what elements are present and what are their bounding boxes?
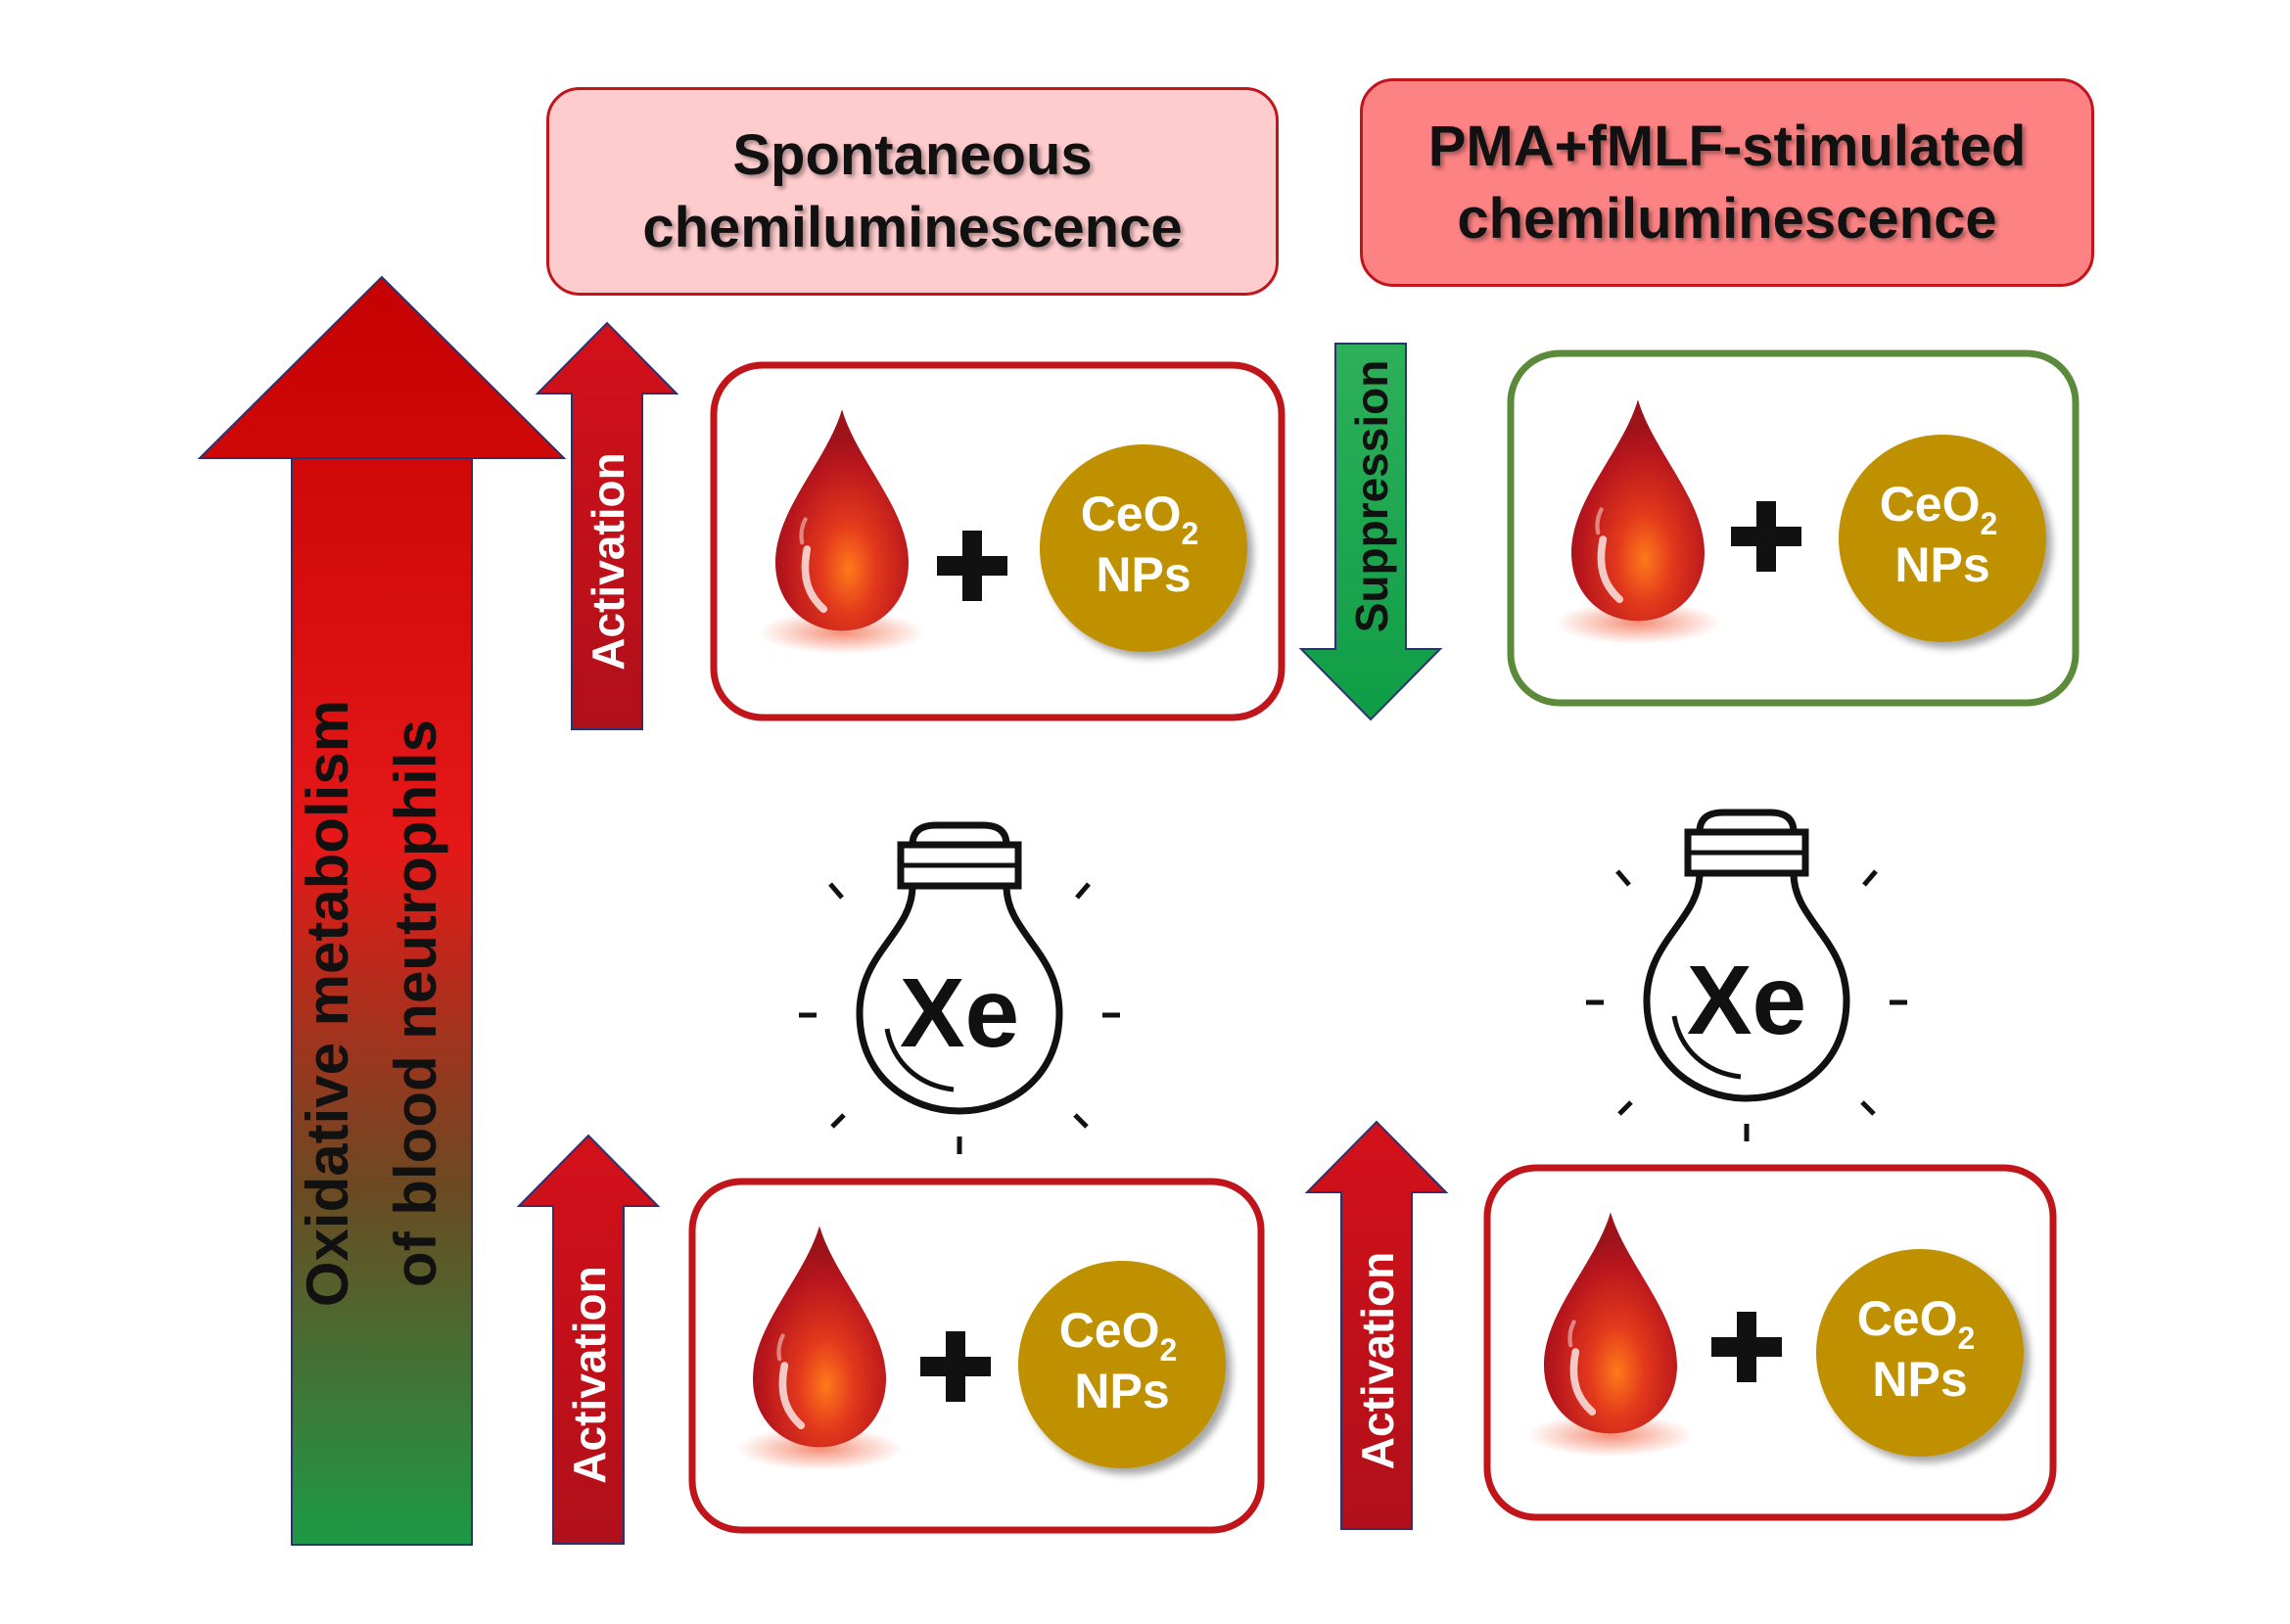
activation-arrow [516, 1134, 661, 1545]
oxidative-metabolism-arrow: Oxidative metabolism of blood neutrophil… [197, 275, 567, 1546]
header-right-line2: chemiluminescence [1457, 186, 1997, 251]
header-right-line1: PMA+fMLF-stimulated [1427, 114, 2027, 178]
nanoparticle-label-line1: CeO2 [1081, 487, 1199, 551]
xenon-lamp-icon-right: Xe [1586, 812, 1907, 1141]
arrow-label: Activation [564, 1266, 615, 1483]
xenon-label: Xe [900, 958, 1019, 1068]
header-spontaneous: Spontaneous chemiluminescence [546, 87, 1279, 296]
nanoparticle-label-line2: NPs [1096, 547, 1191, 602]
activation-arrow [1304, 1120, 1449, 1530]
xenon-lamp-icon-left: Xe [799, 825, 1120, 1154]
axis-arrow-line1: Oxidative metabolism [295, 700, 360, 1307]
nanoparticle-label-line2: NPs [1074, 1364, 1169, 1418]
xenon-label: Xe [1687, 946, 1806, 1055]
arrow-label: Suppression [1346, 360, 1397, 633]
arrow-label: Activation [583, 452, 633, 670]
arrow-label: Activation [1352, 1252, 1403, 1469]
suppression-arrow [1298, 343, 1443, 721]
header-stimulated: PMA+fMLF-stimulated chemiluminescence [1360, 78, 2094, 287]
nanoparticle-label-line2: NPs [1894, 537, 1989, 592]
nanoparticle-label-line1: CeO2 [1857, 1291, 1976, 1356]
header-left-line1: Spontaneous [732, 122, 1093, 187]
nanoparticle-label-line2: NPs [1872, 1352, 1967, 1407]
nanoparticle-label-line1: CeO2 [1059, 1303, 1178, 1368]
axis-arrow-line2: of blood neutrophils [383, 719, 448, 1287]
nanoparticle-label-line1: CeO2 [1880, 477, 1998, 541]
header-left-line2: chemiluminescence [642, 195, 1183, 259]
activation-arrow [535, 321, 679, 730]
